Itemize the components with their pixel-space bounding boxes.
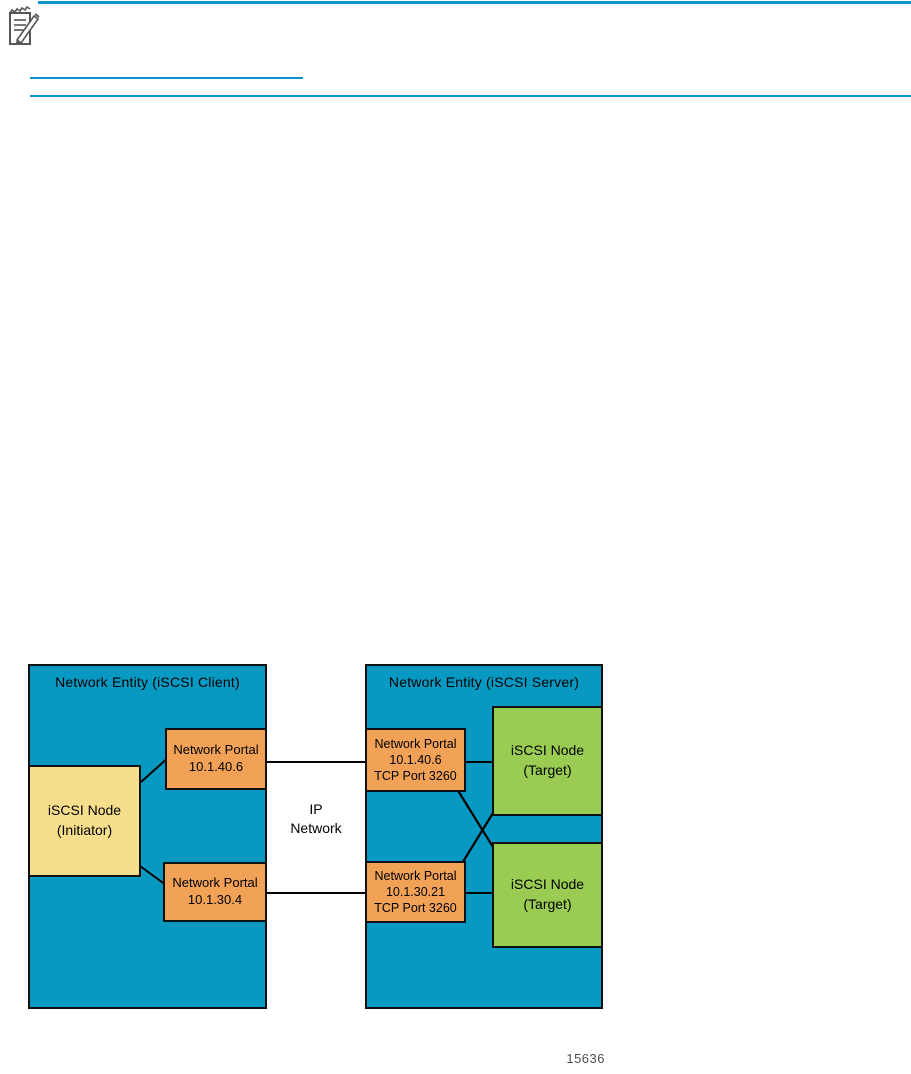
server-portal-top-line2: 10.1.40.6 xyxy=(389,753,442,767)
ip-network-line2: Network xyxy=(290,819,342,836)
server-portal-bottom-line1: Network Portal xyxy=(374,869,457,883)
iscsi-initiator-node-box: iSCSI Node (Initiator) xyxy=(28,765,141,877)
server-portal-bottom-box: Network Portal 10.1.30.21 TCP Port 3260 xyxy=(365,861,466,923)
client-portal-bottom-line2: 10.1.30.4 xyxy=(187,892,243,907)
client-portal-bottom-box: Network Portal 10.1.30.4 xyxy=(163,862,267,922)
client-portal-bottom-line1: Network Portal xyxy=(172,875,258,891)
target-top-line1: iSCSI Node xyxy=(510,742,585,759)
hyperlink-underline[interactable] xyxy=(30,77,303,79)
server-portal-top-box: Network Portal 10.1.40.6 TCP Port 3260 xyxy=(365,728,466,792)
client-entity-title: Network Entity (iSCSI Client) xyxy=(55,674,240,690)
top-rule xyxy=(38,1,911,4)
figure-number: 15636 xyxy=(566,1051,605,1066)
server-portal-top-line3: TCP Port 3260 xyxy=(374,769,457,783)
initiator-label-line2: (Initiator) xyxy=(56,822,113,838)
ip-network-label: IP Network xyxy=(276,800,356,838)
section-divider-rule xyxy=(30,95,911,97)
server-portal-bottom-line3: TCP Port 3260 xyxy=(374,901,457,915)
target-top-line2: (Target) xyxy=(523,762,572,778)
client-portal-top-line2: 10.1.40.6 xyxy=(188,759,244,774)
note-pencil-icon xyxy=(7,4,41,48)
target-bottom-line1: iSCSI Node xyxy=(510,876,585,893)
target-bottom-line2: (Target) xyxy=(523,896,572,912)
client-portal-top-line1: Network Portal xyxy=(173,742,259,758)
client-portal-top-box: Network Portal 10.1.40.6 xyxy=(165,728,267,790)
initiator-label-line1: iSCSI Node xyxy=(47,802,122,819)
iscsi-target-node-top-box: iSCSI Node (Target) xyxy=(492,706,603,816)
server-portal-bottom-line2: 10.1.30.21 xyxy=(385,885,446,899)
server-portal-top-line1: Network Portal xyxy=(374,737,457,751)
ip-network-line1: IP xyxy=(309,801,323,817)
iscsi-target-node-bottom-box: iSCSI Node (Target) xyxy=(492,842,603,948)
server-entity-title: Network Entity (iSCSI Server) xyxy=(388,674,580,690)
